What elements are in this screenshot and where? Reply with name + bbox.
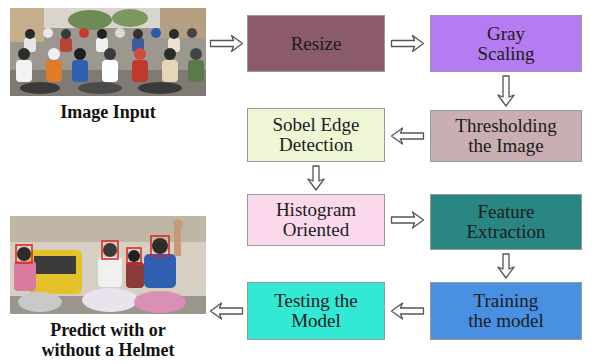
process-box: Gray Scaling	[430, 15, 582, 72]
box-label: Training the model	[464, 291, 549, 331]
process-box: Histogram Oriented	[247, 194, 385, 246]
detection-box	[127, 248, 141, 264]
photo-fist	[173, 219, 183, 229]
process-box: Thresholding the Image	[430, 110, 582, 162]
photo-rider	[126, 262, 144, 288]
image-caption: Image Input	[13, 102, 203, 122]
process-box: Feature Extraction	[430, 194, 582, 250]
photo-bike	[78, 82, 122, 94]
photo-rider	[16, 60, 32, 82]
photo-head	[74, 48, 86, 60]
flow-arrow	[211, 36, 243, 52]
photo-rider	[102, 60, 118, 82]
photo-head	[115, 28, 125, 38]
photo-rider	[72, 60, 88, 82]
photo-rider	[132, 60, 148, 82]
box-label: Resize	[291, 34, 342, 54]
photo-rider	[46, 60, 62, 82]
flow-arrow	[211, 303, 243, 319]
photo-rider	[162, 60, 178, 82]
box-label: Feature Extraction	[459, 202, 554, 242]
photo-rider	[188, 60, 204, 82]
photo-head	[104, 48, 116, 60]
photo-head	[134, 48, 146, 60]
photo-head	[97, 29, 107, 39]
photo-rider	[144, 254, 176, 288]
detection-box	[151, 236, 169, 256]
photo-rickshaw-window	[34, 256, 76, 274]
photo-tree	[112, 9, 148, 27]
photo-head	[152, 238, 168, 254]
box-label: Sobel Edge Detection	[264, 115, 369, 155]
traffic-photo	[10, 8, 206, 96]
photo-head	[25, 29, 35, 39]
photo-head	[169, 29, 179, 39]
image-node: Predict with or without a Helmet	[10, 216, 206, 360]
process-box: Testing the Model	[247, 282, 385, 340]
box-label: Gray Scaling	[469, 24, 544, 64]
photo-head	[190, 48, 202, 60]
photo-bike	[20, 82, 60, 94]
photo-head	[48, 48, 60, 60]
photo-head	[17, 247, 31, 261]
detection-box	[102, 241, 118, 259]
photo-ground	[10, 8, 206, 96]
photo-bike	[138, 82, 182, 94]
photo-head	[128, 250, 140, 262]
process-box: Training the model	[430, 282, 582, 340]
box-label: Histogram Oriented	[266, 200, 366, 240]
photo-head	[133, 29, 143, 39]
flow-arrow	[392, 212, 424, 228]
helmet-detection-photo	[10, 216, 206, 314]
photo-head	[18, 48, 30, 60]
photo-head	[43, 28, 53, 38]
photo-rider	[60, 38, 72, 52]
photo-rider	[98, 257, 122, 287]
flow-arrow	[308, 166, 324, 190]
photo-head	[79, 28, 89, 38]
photo-rickshaw	[28, 250, 82, 294]
image-caption: Predict with or without a Helmet	[21, 320, 196, 360]
flow-arrow	[392, 128, 424, 144]
process-box: Sobel Edge Detection	[247, 108, 385, 162]
flow-arrow	[498, 76, 514, 106]
box-label: Testing the Model	[274, 291, 359, 331]
photo-scooter	[82, 288, 138, 312]
flow-arrow	[498, 254, 514, 278]
photo-scooter	[18, 292, 62, 312]
image-node: Image Input	[10, 8, 206, 122]
photo-head	[61, 29, 71, 39]
photo-head	[103, 243, 117, 257]
flow-arrow	[392, 36, 424, 52]
flow-arrow	[392, 303, 424, 319]
photo-head	[187, 28, 197, 38]
photo-tree	[68, 10, 112, 30]
photo-head	[151, 28, 161, 38]
photo-rider	[14, 261, 36, 291]
photo-building	[10, 8, 44, 42]
process-box: Resize	[247, 15, 385, 72]
photo-head	[164, 48, 176, 60]
photo-scooter	[134, 291, 186, 313]
detection-box	[16, 245, 32, 263]
photo-building	[160, 8, 206, 38]
box-label: Thresholding the Image	[451, 116, 561, 156]
photo-ground	[10, 216, 206, 314]
